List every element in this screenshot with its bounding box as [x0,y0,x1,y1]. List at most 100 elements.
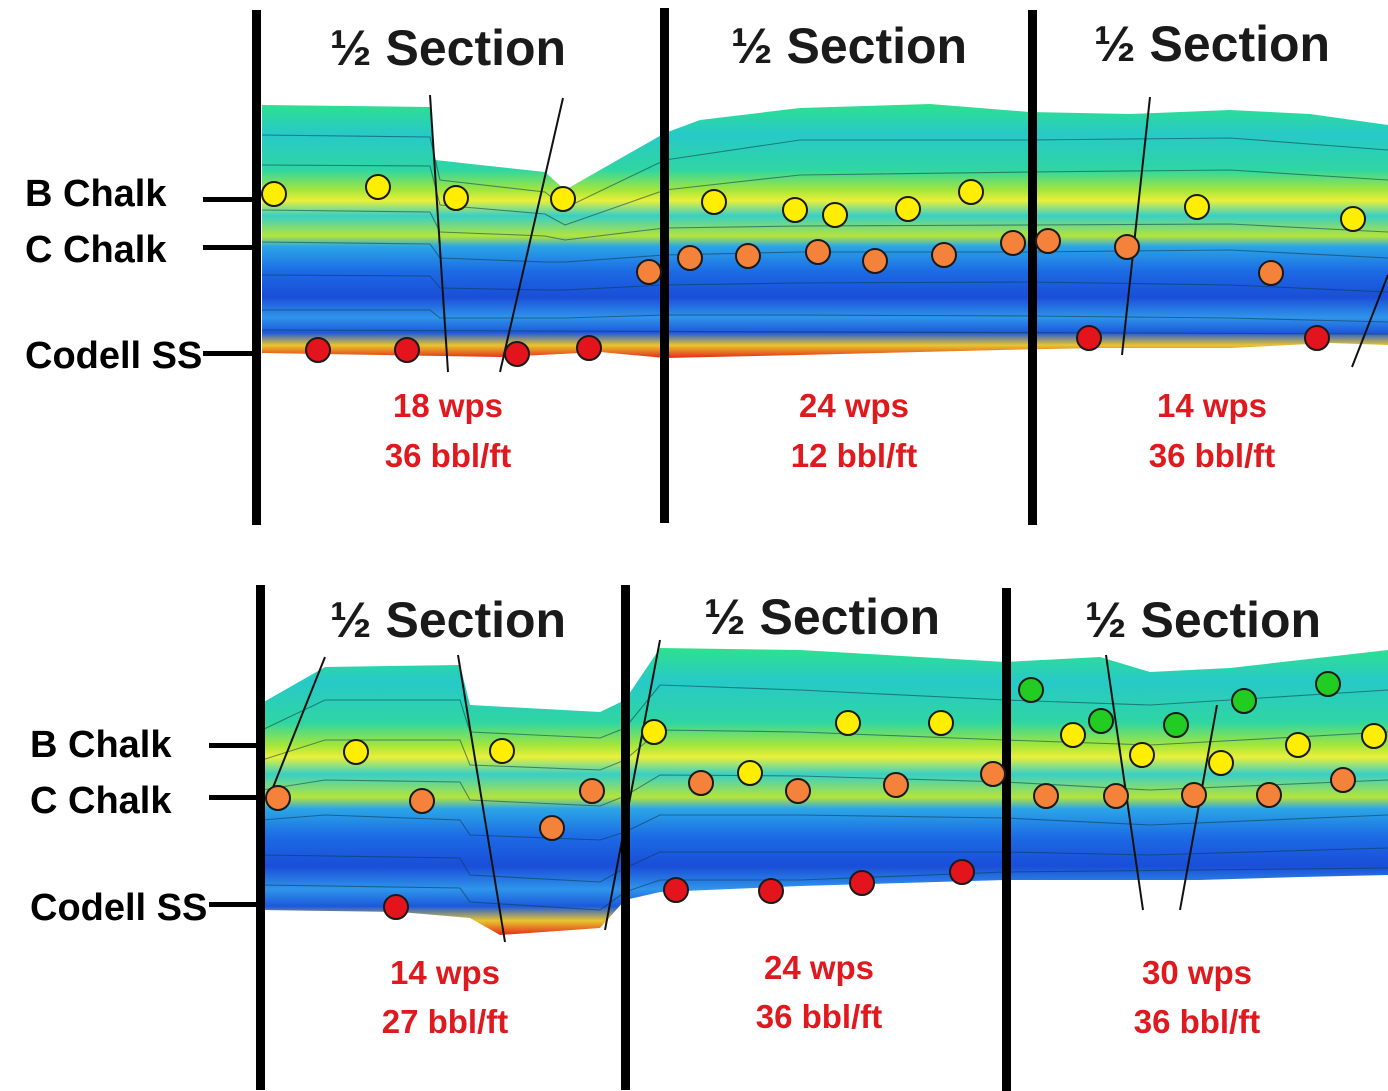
volume-label: 12 bbl/ft [791,437,918,474]
volume-label: 36 bbl/ft [1149,437,1276,474]
well-marker-b-chalk [958,179,984,205]
formation-label-group: B Chalk C Chalk Codell SS [25,173,255,377]
well-marker-codell [849,870,875,896]
well-marker-b-chalk [895,196,921,222]
well-marker-codell [383,894,409,920]
formation-label-codell-ss: Codell SS [25,335,202,377]
section-title: ½ Section [330,20,566,76]
well-marker-c-chalk [980,761,1006,787]
well-marker-c-chalk [735,243,761,269]
well-markers [261,174,1366,367]
cross-section-body [262,104,1388,358]
volume-label: 36 bbl/ft [756,998,883,1035]
section-title: ½ Section [330,592,566,648]
well-marker-codell [394,337,420,363]
well-marker-c-chalk [539,815,565,841]
well-marker-b-chalk [701,189,727,215]
well-marker-b-chalk [343,739,369,765]
well-marker-c-chalk [265,785,291,811]
well-marker-c-chalk [636,259,662,285]
formation-label-c-chalk: C Chalk [30,780,172,822]
well-marker-b-chalk [1184,194,1210,220]
formation-label-b-chalk: B Chalk [25,173,167,215]
well-marker-codell [663,877,689,903]
fault-lines [429,94,1388,373]
well-marker-c-chalk [1000,230,1026,256]
section-dividers [256,585,1011,1091]
well-marker-b-chalk [1340,206,1366,232]
spacing-label: 24 wps [799,387,909,424]
spacing-label: 30 wps [1142,954,1252,991]
well-marker-c-chalk [883,772,909,798]
well-markers [265,671,1387,920]
well-marker-codell [504,341,530,367]
spacing-label: 14 wps [1157,387,1267,424]
formation-label-group: B Chalk C Chalk Codell SS [30,724,259,929]
well-marker-c-chalk [677,245,703,271]
volume-label: 36 bbl/ft [385,437,512,474]
well-marker-c-chalk [1035,228,1061,254]
formation-label-b-chalk: B Chalk [30,724,172,766]
well-marker-c-chalk [931,242,957,268]
well-marker-b-chalk [928,710,954,736]
volume-label: 36 bbl/ft [1134,1003,1261,1040]
well-marker-b-chalk [1361,723,1387,749]
formation-pointer [209,902,259,907]
well-marker-green [1088,708,1114,734]
well-marker-c-chalk [1103,783,1129,809]
panel-top: B Chalk C Chalk Codell SS ½ Section ½ Se… [25,8,1388,525]
well-marker-b-chalk [1060,722,1086,748]
well-marker-codell [1304,325,1330,351]
well-marker-c-chalk [1258,260,1284,286]
section-dividers [252,8,1037,525]
spacing-label: 18 wps [393,387,503,424]
section-title: ½ Section [1094,16,1330,72]
well-marker-codell [1076,325,1102,351]
well-marker-b-chalk [489,738,515,764]
well-marker-c-chalk [688,770,714,796]
well-marker-c-chalk [1181,782,1207,808]
well-marker-b-chalk [1208,750,1234,776]
well-marker-b-chalk [822,202,848,228]
well-marker-green [1231,688,1257,714]
spacing-label: 14 wps [390,954,500,991]
formation-pointer [203,197,255,202]
formation-pointer [209,743,259,748]
well-marker-b-chalk [1129,742,1155,768]
well-marker-green [1315,671,1341,697]
volume-label: 27 bbl/ft [382,1003,509,1040]
section-title: ½ Section [704,589,940,645]
well-marker-b-chalk [550,186,576,212]
well-marker-green [1163,712,1189,738]
well-marker-b-chalk [641,719,667,745]
well-marker-codell [576,335,602,361]
section-title: ½ Section [1085,592,1321,648]
well-marker-b-chalk [835,710,861,736]
well-marker-codell [758,878,784,904]
well-marker-c-chalk [862,248,888,274]
well-marker-codell [949,859,975,885]
well-marker-codell [305,337,331,363]
formation-label-codell-ss: Codell SS [30,887,207,929]
well-marker-c-chalk [785,778,811,804]
well-marker-c-chalk [1114,234,1140,260]
well-marker-b-chalk [737,760,763,786]
well-marker-b-chalk [443,185,469,211]
well-marker-c-chalk [1330,767,1356,793]
well-marker-c-chalk [579,778,605,804]
well-marker-b-chalk [261,181,287,207]
well-marker-c-chalk [409,788,435,814]
formation-pointer [209,795,259,800]
panel-bottom: B Chalk C Chalk Codell SS ½ Section ½ Se… [30,585,1388,1091]
well-marker-c-chalk [1033,783,1059,809]
well-marker-c-chalk [805,239,831,265]
well-marker-green [1018,677,1044,703]
formation-pointer [203,351,255,356]
well-marker-b-chalk [365,174,391,200]
well-marker-c-chalk [1256,782,1282,808]
formation-pointer [203,245,255,250]
formation-label-c-chalk: C Chalk [25,229,167,271]
well-marker-b-chalk [1285,732,1311,758]
well-marker-b-chalk [782,197,808,223]
